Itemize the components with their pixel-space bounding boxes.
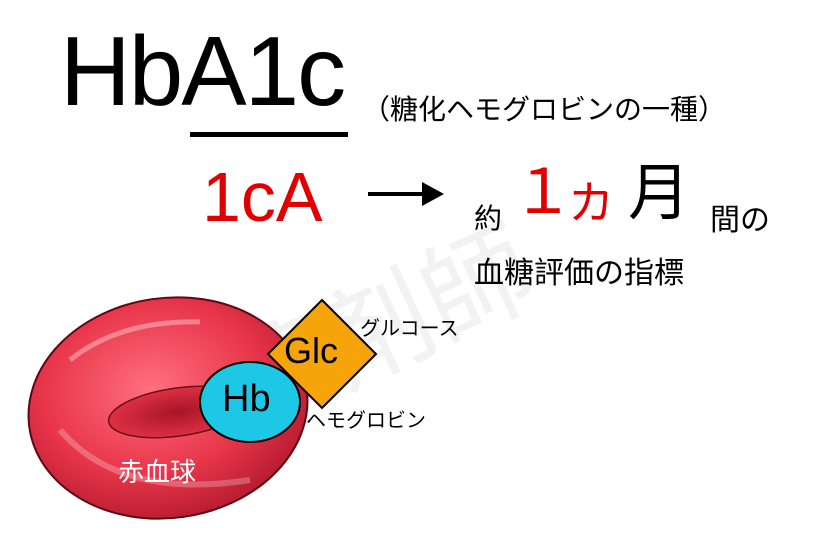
title-underline xyxy=(190,132,348,137)
glucose-caption: グルコース xyxy=(360,316,459,340)
meaning-text: 血糖評価の指標 xyxy=(474,256,684,291)
glc-label: Glc xyxy=(284,330,338,371)
duration-unit-ka: カ xyxy=(568,176,614,230)
glucose-diamond-icon xyxy=(266,298,378,410)
code-text: 1cA xyxy=(202,158,323,236)
duration-prefix: 約 xyxy=(474,202,503,235)
duration-number: １ xyxy=(512,158,575,227)
subtitle: （糖化ヘモグロビンの一種） xyxy=(362,93,727,126)
hemoglobin-caption: ヘモグロビン xyxy=(306,408,426,432)
page-title: HbA1c xyxy=(60,16,346,126)
right-arrow-icon xyxy=(368,182,444,206)
duration-suffix: 間の xyxy=(710,203,770,238)
rbc-caption: 赤血球 xyxy=(118,458,197,488)
hemoglobin-circle-icon xyxy=(199,361,301,443)
duration-month: 月 xyxy=(628,156,691,229)
hb-label: Hb xyxy=(222,378,271,420)
